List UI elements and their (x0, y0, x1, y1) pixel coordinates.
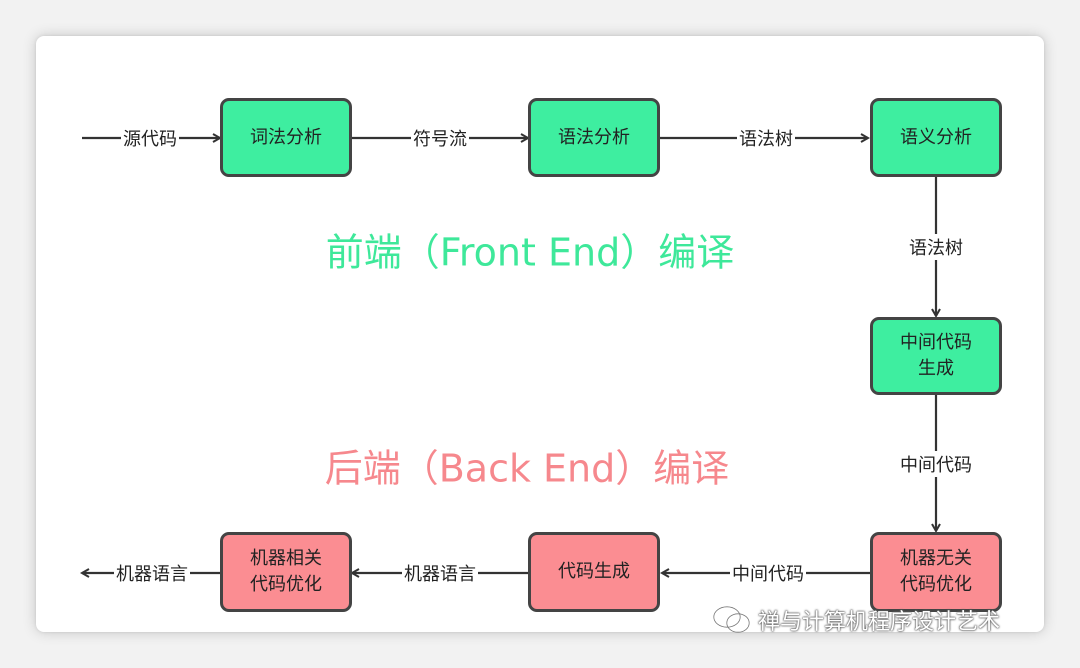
front-end-title: 前端（Front End）编译 (325, 230, 735, 275)
label-syntax-tree-right: 语法树 (907, 234, 965, 260)
label-syntax-tree-top: 语法树 (737, 125, 795, 151)
label-machine-code-middle: 机器语言 (402, 560, 478, 586)
label-ir-bottom: 中间代码 (730, 560, 806, 586)
node-ir-generation: 中间代码 生成 (870, 317, 1002, 395)
node-machine-dependent-optimization: 机器相关 代码优化 (220, 532, 352, 612)
watermark: 禅与计算机程序设计艺术 (712, 604, 1000, 636)
node-semantic-analysis: 语义分析 (870, 98, 1002, 177)
node-machine-independent-optimization: 机器无关 代码优化 (870, 532, 1002, 612)
node-syntax-analysis: 语法分析 (528, 98, 660, 177)
label-ir-right: 中间代码 (898, 451, 974, 477)
watermark-text: 禅与计算机程序设计艺术 (758, 610, 1001, 635)
label-machine-code-output: 机器语言 (114, 560, 190, 586)
wechat-icon (713, 606, 750, 633)
back-end-title: 后端（Back End）编译 (324, 446, 730, 491)
node-code-generation: 代码生成 (528, 532, 660, 612)
node-lexical-analysis: 词法分析 (220, 98, 352, 177)
label-token-stream: 符号流 (411, 125, 469, 151)
label-source-code: 源代码 (121, 125, 179, 151)
